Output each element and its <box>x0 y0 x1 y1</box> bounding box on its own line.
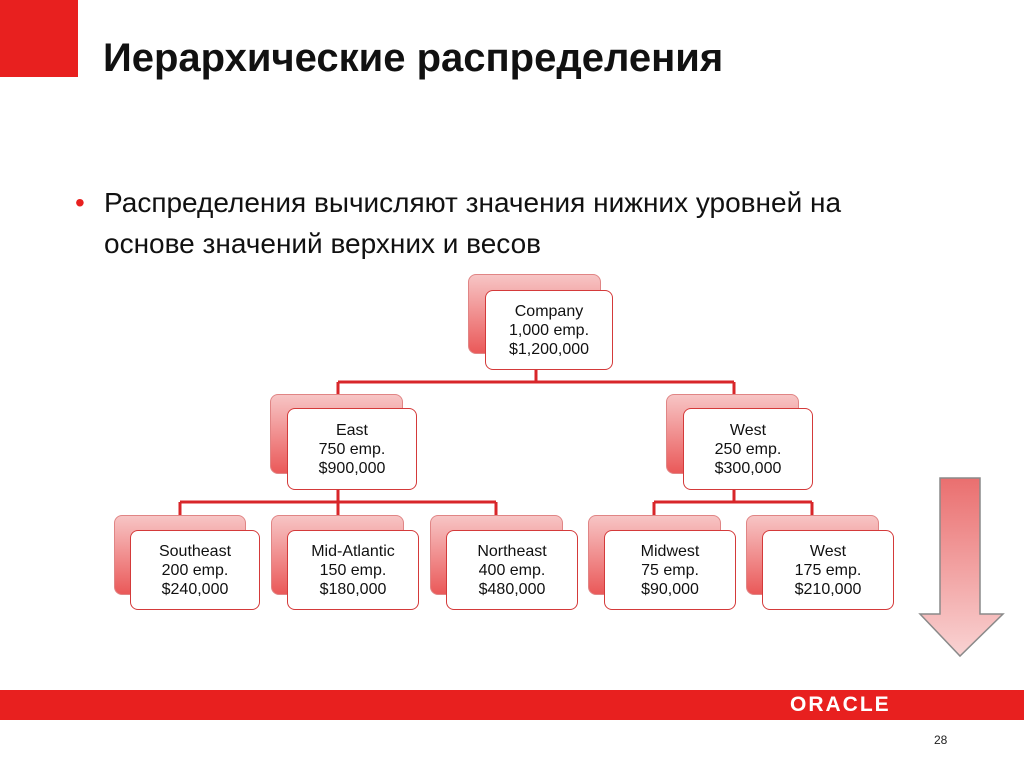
footer-bar <box>0 690 1024 720</box>
node-name: Mid-Atlantic <box>311 542 395 560</box>
node-amount: $210,000 <box>794 580 862 598</box>
node-amount: $480,000 <box>478 580 546 598</box>
node-name: Company <box>514 302 584 320</box>
node-name: West <box>809 542 847 560</box>
node-name: Southeast <box>158 542 232 560</box>
node-amount: $180,000 <box>319 580 387 598</box>
oracle-logo: ORACLE <box>790 693 891 716</box>
bullet-dot-icon: • <box>75 187 85 218</box>
node-employees: 400 emp. <box>478 561 546 579</box>
down-arrow-icon <box>918 477 1005 658</box>
node-east: East 750 emp. $900,000 <box>270 394 418 490</box>
node-employees: 175 emp. <box>794 561 862 579</box>
node-amount: $90,000 <box>641 580 699 598</box>
node-employees: 75 emp. <box>641 561 699 579</box>
node-northeast: Northeast 400 emp. $480,000 <box>430 515 578 610</box>
node-employees: 250 emp. <box>714 440 782 458</box>
page-number: 28 <box>934 733 948 747</box>
node-southeast: Southeast 200 emp. $240,000 <box>114 515 260 610</box>
node-name: East <box>335 421 368 439</box>
node-mid-atlantic: Mid-Atlantic 150 emp. $180,000 <box>271 515 419 610</box>
node-amount: $1,200,000 <box>508 340 590 358</box>
node-employees: 200 emp. <box>161 561 229 579</box>
corner-accent-square <box>0 0 78 77</box>
node-west-region: West 250 emp. $300,000 <box>666 394 814 490</box>
node-amount: $300,000 <box>714 459 782 477</box>
node-employees: 1,000 emp. <box>508 321 590 339</box>
node-company: Company 1,000 emp. $1,200,000 <box>468 274 614 370</box>
node-name: Midwest <box>640 542 700 560</box>
node-midwest: Midwest 75 emp. $90,000 <box>588 515 736 610</box>
slide-title: Иерархические распределения <box>103 36 724 80</box>
node-west-child: West 175 emp. $210,000 <box>746 515 894 610</box>
node-amount: $900,000 <box>318 459 386 477</box>
node-employees: 750 emp. <box>318 440 386 458</box>
bullet-text: Распределения вычисляют значения нижних … <box>104 187 842 259</box>
node-name: Northeast <box>477 542 547 560</box>
node-employees: 150 emp. <box>319 561 387 579</box>
node-name: West <box>729 421 767 439</box>
node-amount: $240,000 <box>161 580 229 598</box>
